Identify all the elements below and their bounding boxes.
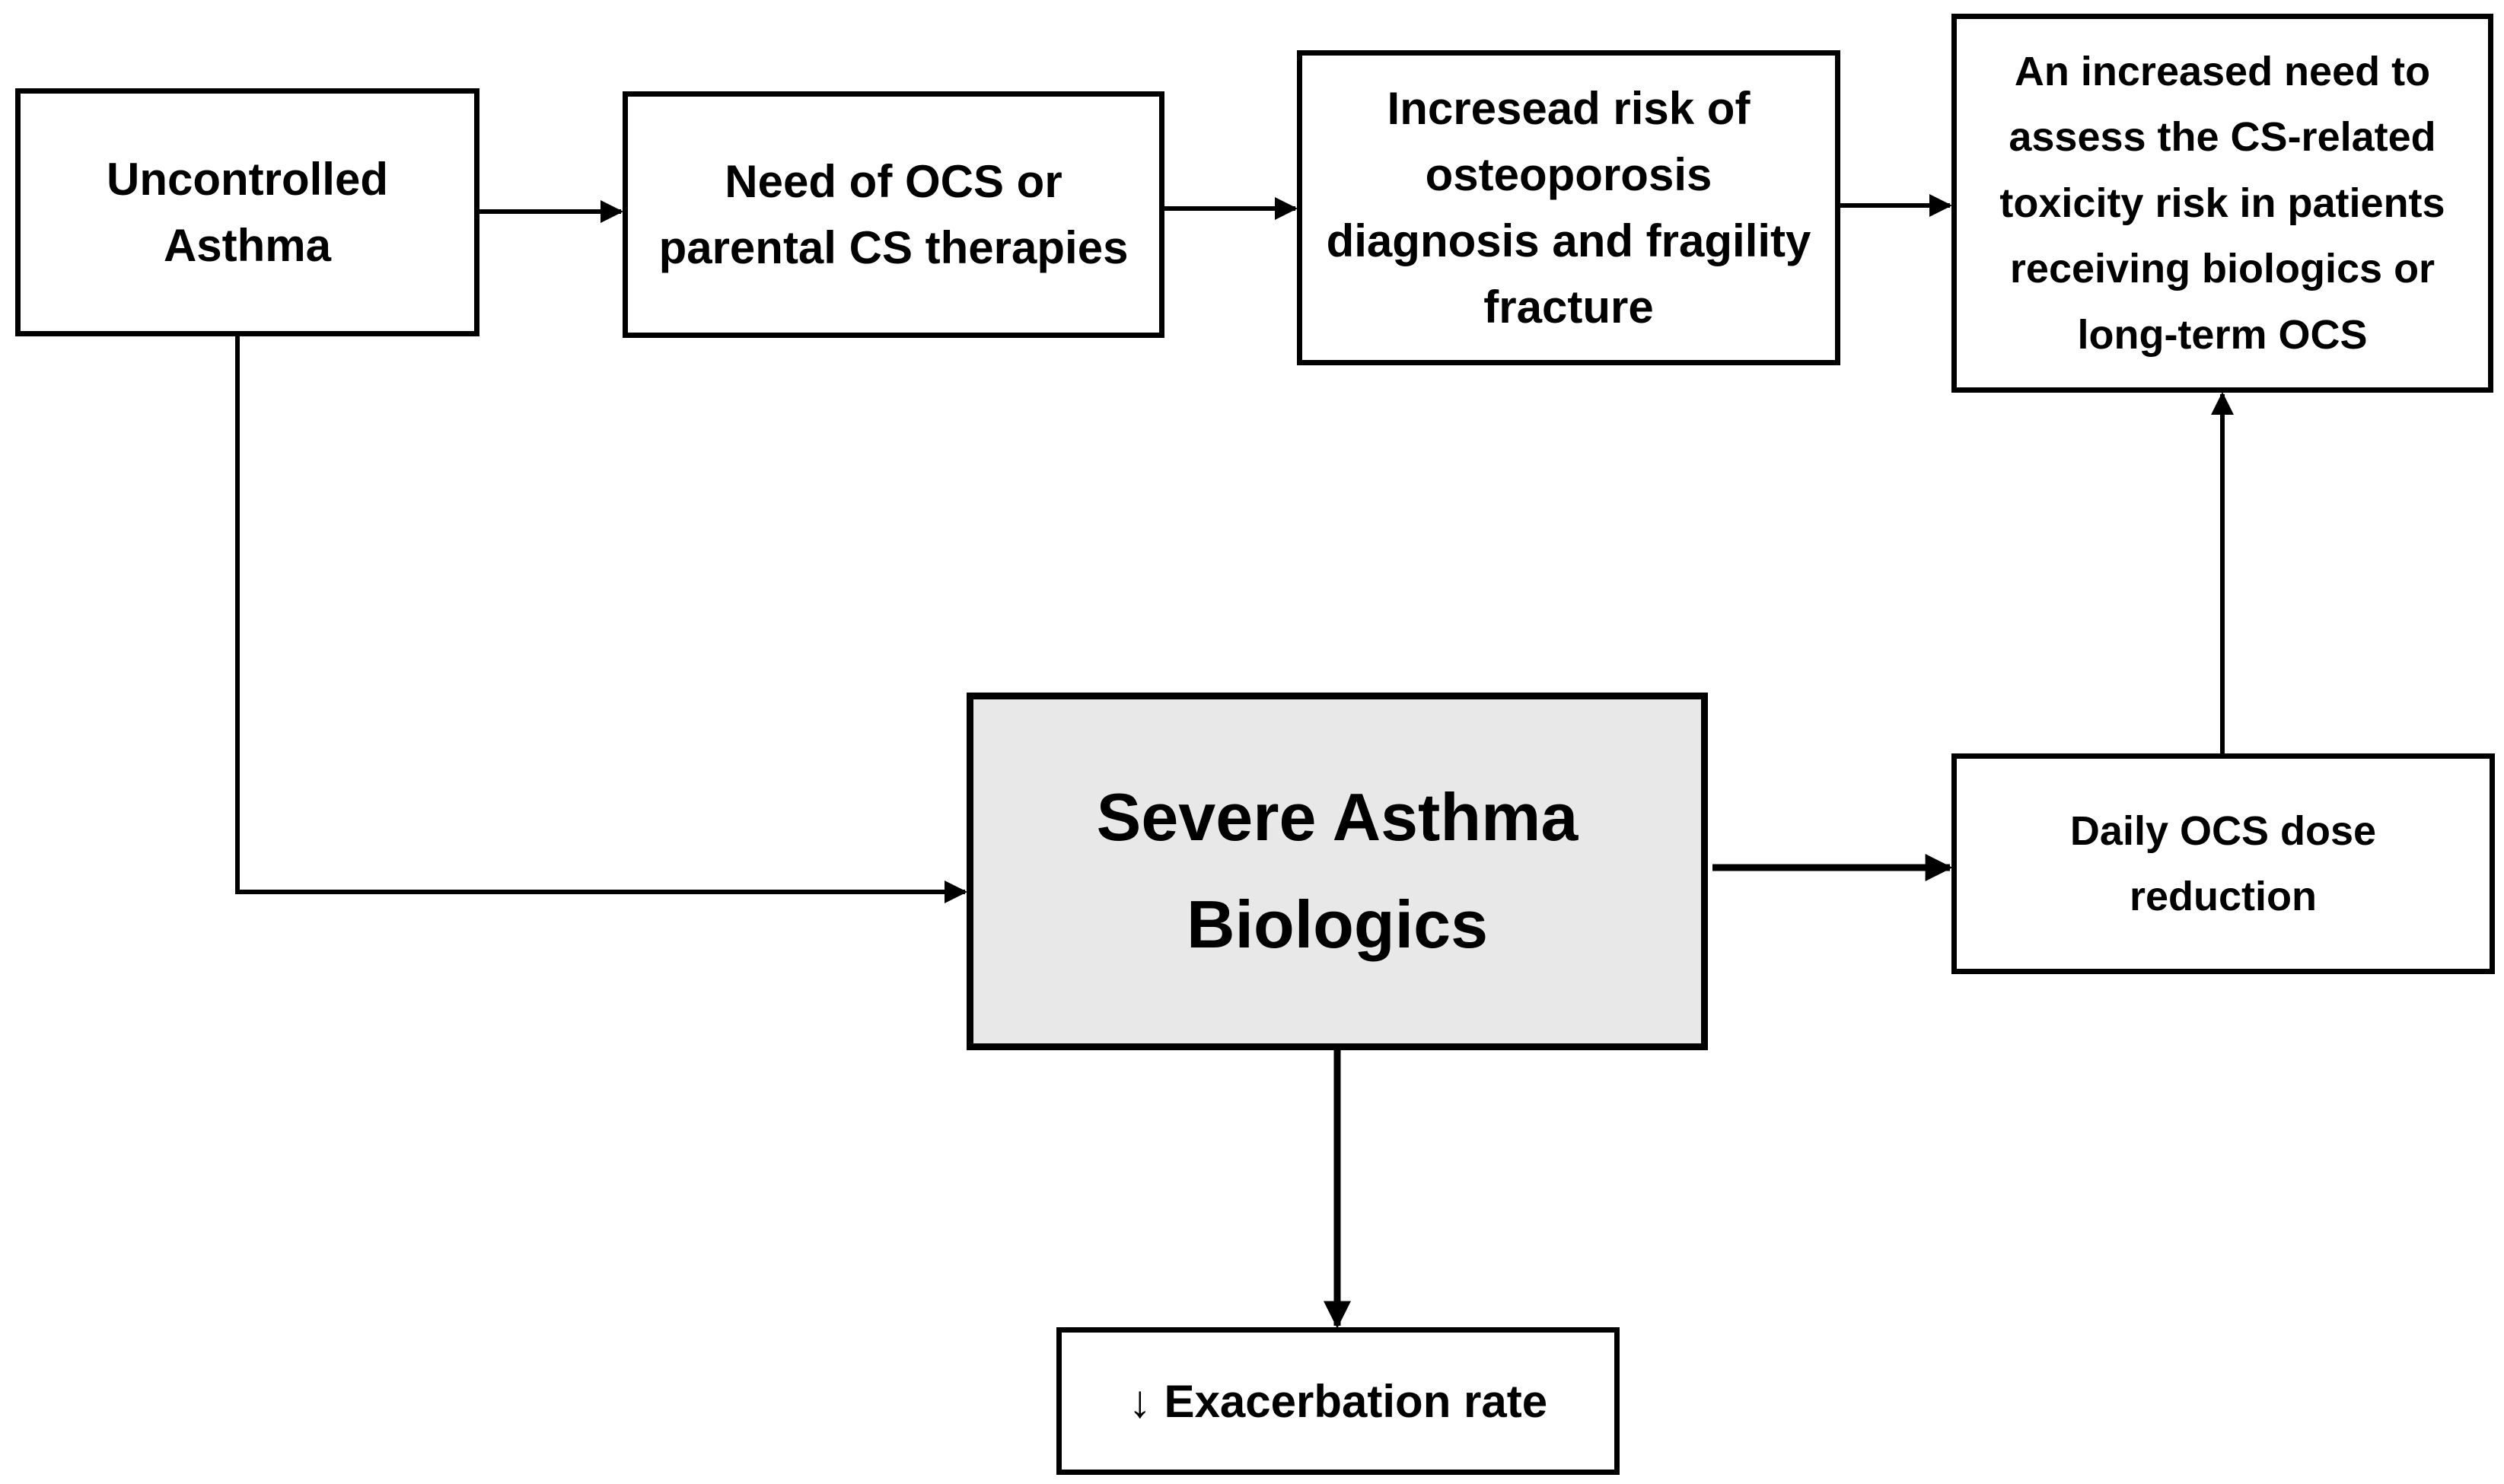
need-ocs-label: Need of OCS or parental CS therapies [658, 156, 1129, 273]
exacerbation-rate-label: ↓ Exacerbation rate [1128, 1375, 1548, 1427]
assess-toxicity-box: An increased need to assess the CS-relat… [1951, 14, 2493, 393]
need-ocs-box: Need of OCS or parental CS therapies [623, 91, 1164, 338]
severe-asthma-biologics-box: Severe Asthma Biologics [967, 693, 1708, 1050]
daily-ocs-dose-box: Daily OCS dose reduction [1951, 753, 2495, 974]
exacerbation-rate-box: ↓ Exacerbation rate [1056, 1327, 1620, 1475]
uncontrolled-asthma-box: Uncontrolled Asthma [15, 88, 479, 336]
arrow-uncontrolled-to-severe [235, 336, 967, 903]
increased-risk-label: Incresead risk of osteoporosis diagnosis… [1326, 83, 1811, 333]
daily-ocs-dose-label: Daily OCS dose reduction [2069, 807, 2377, 919]
severe-asthma-biologics-label: Severe Asthma Biologics [1096, 779, 1579, 962]
uncontrolled-asthma-label: Uncontrolled Asthma [107, 154, 388, 271]
assess-toxicity-label: An increased need to assess the CS-relat… [1999, 49, 2445, 358]
increased-risk-box: Incresead risk of osteoporosis diagnosis… [1297, 50, 1840, 365]
